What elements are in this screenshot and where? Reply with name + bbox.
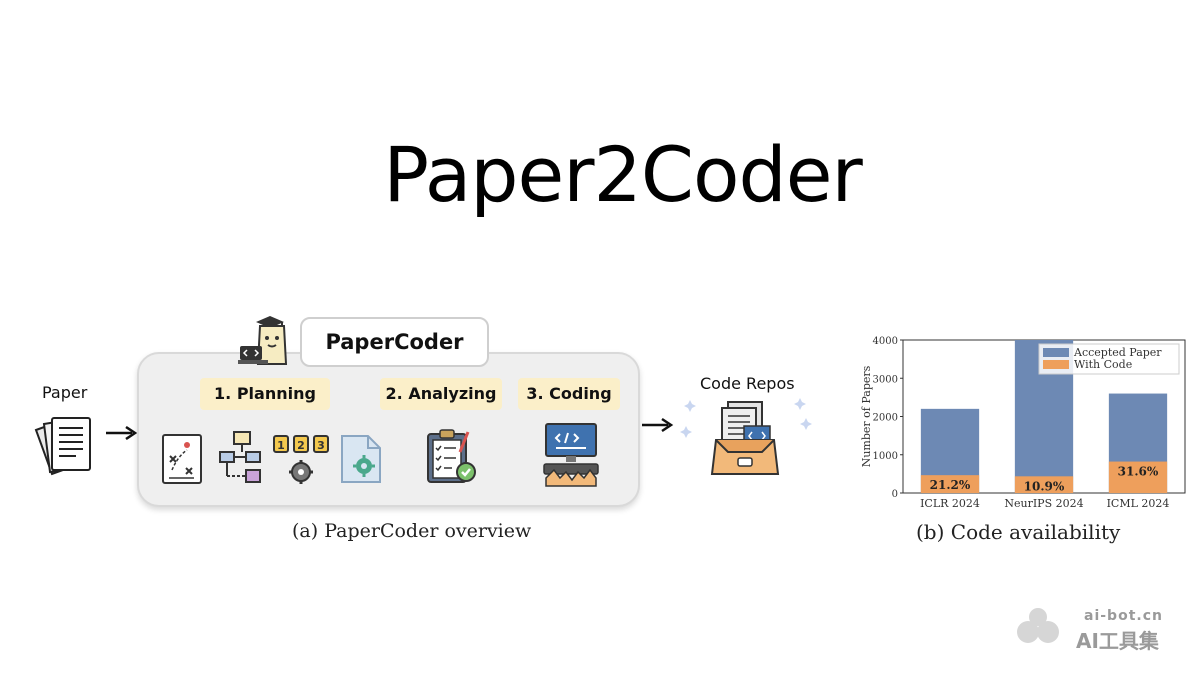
watermark-url: ai-bot.cn — [1084, 608, 1163, 624]
steps-gear-icon: 1 2 3 — [273, 435, 329, 484]
svg-text:3: 3 — [317, 439, 325, 452]
y-tick-label: 3000 — [873, 374, 898, 385]
stage-analyzing: 2. Analyzing — [380, 378, 502, 410]
strategy-document-icon — [162, 434, 202, 484]
code-repos-label: Code Repos — [700, 374, 795, 393]
watermark-logo-icon — [1017, 608, 1059, 643]
mascot-icon — [238, 316, 288, 365]
y-tick-label: 0 — [892, 489, 898, 500]
settings-file-icon — [341, 435, 381, 483]
arrow-right-icon — [642, 417, 674, 433]
bar-with-code — [1108, 461, 1168, 493]
stage-coding: 3. Coding — [518, 378, 620, 410]
page-title: Paper2Coder — [383, 130, 862, 219]
bar-with-code — [920, 475, 980, 493]
y-axis-label: Number of Papers — [860, 365, 873, 467]
watermark-name: AI工具集 — [1076, 629, 1159, 653]
x-tick-label: ICLR 2024 — [920, 497, 980, 510]
clipboard-check-icon — [427, 429, 476, 483]
flowchart-icon — [219, 431, 261, 483]
data-label: 31.6% — [1118, 465, 1159, 479]
svg-text:1: 1 — [277, 439, 285, 452]
data-label: 10.9% — [1024, 479, 1065, 493]
paper-documents-icon — [34, 417, 91, 476]
arrow-right-icon — [106, 425, 138, 441]
legend-entry: With Code — [1074, 358, 1132, 371]
chart-caption: (b) Code availability — [916, 520, 1121, 544]
legend-entry: Accepted Paper — [1073, 346, 1162, 359]
legend-swatch — [1043, 360, 1069, 369]
computer-coding-icon — [543, 423, 599, 487]
stage-planning: 1. Planning — [200, 378, 330, 410]
y-tick-label: 1000 — [873, 451, 898, 462]
overview-caption: (a) PaperCoder overview — [292, 520, 532, 542]
panel-title: PaperCoder — [300, 317, 489, 367]
y-tick-label: 4000 — [873, 336, 898, 347]
code-repository-box-icon — [680, 398, 812, 475]
bar-with-code — [1014, 476, 1074, 493]
data-label: 21.2% — [930, 478, 971, 492]
legend-swatch — [1043, 348, 1069, 357]
y-tick-label: 2000 — [873, 413, 898, 424]
svg-text:2: 2 — [297, 439, 305, 452]
x-tick-label: ICML 2024 — [1107, 497, 1170, 510]
x-tick-label: NeurIPS 2024 — [1004, 497, 1083, 510]
paper-label: Paper — [42, 383, 88, 402]
